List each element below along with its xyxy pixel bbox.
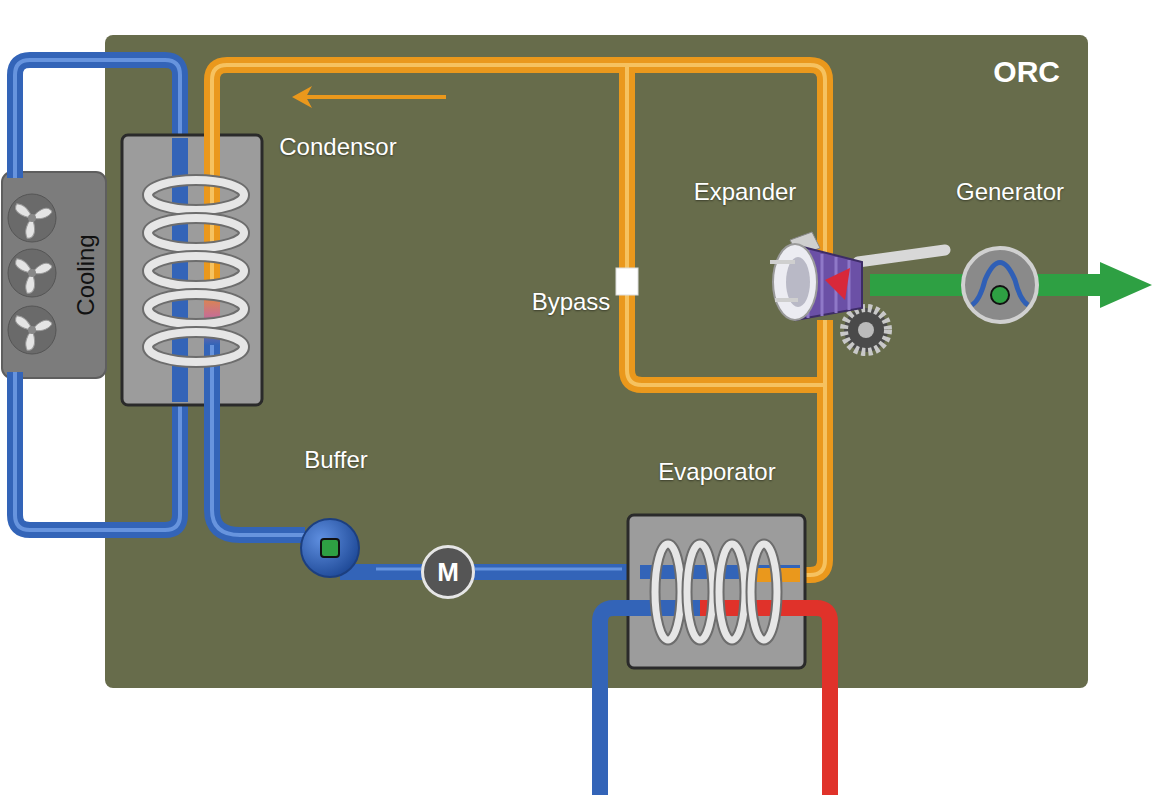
fan-ring <box>8 306 56 354</box>
evaporator-box <box>628 515 805 668</box>
expander-symbol <box>773 244 817 320</box>
pipe-highlight <box>376 568 421 571</box>
pump-pipe <box>470 564 640 580</box>
component-label: Generator <box>956 178 1064 206</box>
coil-shadow <box>687 544 713 640</box>
component-label: Buffer <box>296 446 376 474</box>
fan-hub <box>28 214 36 222</box>
component-label: Condensor <box>279 133 396 161</box>
expander-symbol <box>825 268 850 300</box>
bypass-valve <box>616 268 638 295</box>
coil-winding <box>751 544 777 640</box>
component-label: Evaporator <box>622 458 812 486</box>
component-label: Cooling <box>72 234 100 315</box>
cooling-unit: Cooling <box>0 172 106 378</box>
pipe-highlight <box>475 568 622 571</box>
expander-symbol <box>858 250 945 262</box>
expander-symbol <box>858 322 874 338</box>
pipe-connector <box>376 564 421 580</box>
fan <box>8 194 56 354</box>
cooling-unit <box>2 172 106 378</box>
coil-winding <box>148 294 244 324</box>
coil-winding <box>148 218 244 248</box>
condenser-box <box>122 135 262 405</box>
working-fluid-pipe <box>212 345 305 535</box>
working-fluid-pipe <box>627 65 825 385</box>
evaporator-coil <box>655 544 777 640</box>
fan-hub <box>28 269 36 277</box>
coil-winding <box>148 180 244 210</box>
component-label: Expander <box>694 178 797 206</box>
coil-winding <box>687 544 713 640</box>
panel-title: ORC <box>993 55 1060 89</box>
coil-shadow <box>148 332 244 362</box>
generator-symbol <box>963 248 1037 322</box>
coil-shadow <box>148 256 244 286</box>
expander-symbol <box>844 308 888 352</box>
fan <box>8 306 56 354</box>
system-panel: ORC BufferM Evaporator <box>105 35 1088 688</box>
fan-hub <box>28 326 36 334</box>
buffer-vessel: Buffer <box>296 446 376 578</box>
fan-ring <box>8 249 56 297</box>
coil-shadow <box>751 544 777 640</box>
coil-winding <box>719 544 745 640</box>
working-fluid-pipe <box>212 65 825 290</box>
generator-symbol <box>972 263 1028 306</box>
coil-shadow <box>655 544 681 640</box>
expander-symbol <box>770 262 798 300</box>
working-fluid-pipe <box>627 65 825 385</box>
evaporator-box: Evaporator <box>622 458 812 670</box>
coil-shadow <box>148 294 244 324</box>
condenser-coil <box>148 180 244 362</box>
fan <box>8 249 56 297</box>
buffer-sensor <box>321 539 339 557</box>
component-label: Bypass <box>532 288 611 316</box>
coil-shadow <box>148 180 244 210</box>
flow-arrow <box>292 86 312 108</box>
coil-winding <box>655 544 681 640</box>
fan-ring <box>8 194 56 242</box>
motor-symbol-letter: M <box>437 557 459 588</box>
coil-shadow <box>719 544 745 640</box>
orc-panel <box>105 35 1088 688</box>
coil-shadow <box>148 218 244 248</box>
working-fluid-pipe <box>212 65 825 290</box>
coil-winding <box>148 332 244 362</box>
flow-arrow <box>292 86 446 108</box>
buffer-vessel <box>301 519 359 577</box>
generator-symbol <box>991 286 1009 304</box>
coil-winding <box>148 256 244 286</box>
fan <box>8 194 56 242</box>
pipe-connector <box>475 564 622 580</box>
flow-arrow <box>305 95 446 99</box>
pump-motor: M <box>421 545 475 599</box>
generator-symbol <box>963 248 1037 322</box>
working-fluid-pipe <box>212 65 825 575</box>
working-fluid-pipe <box>212 345 305 535</box>
